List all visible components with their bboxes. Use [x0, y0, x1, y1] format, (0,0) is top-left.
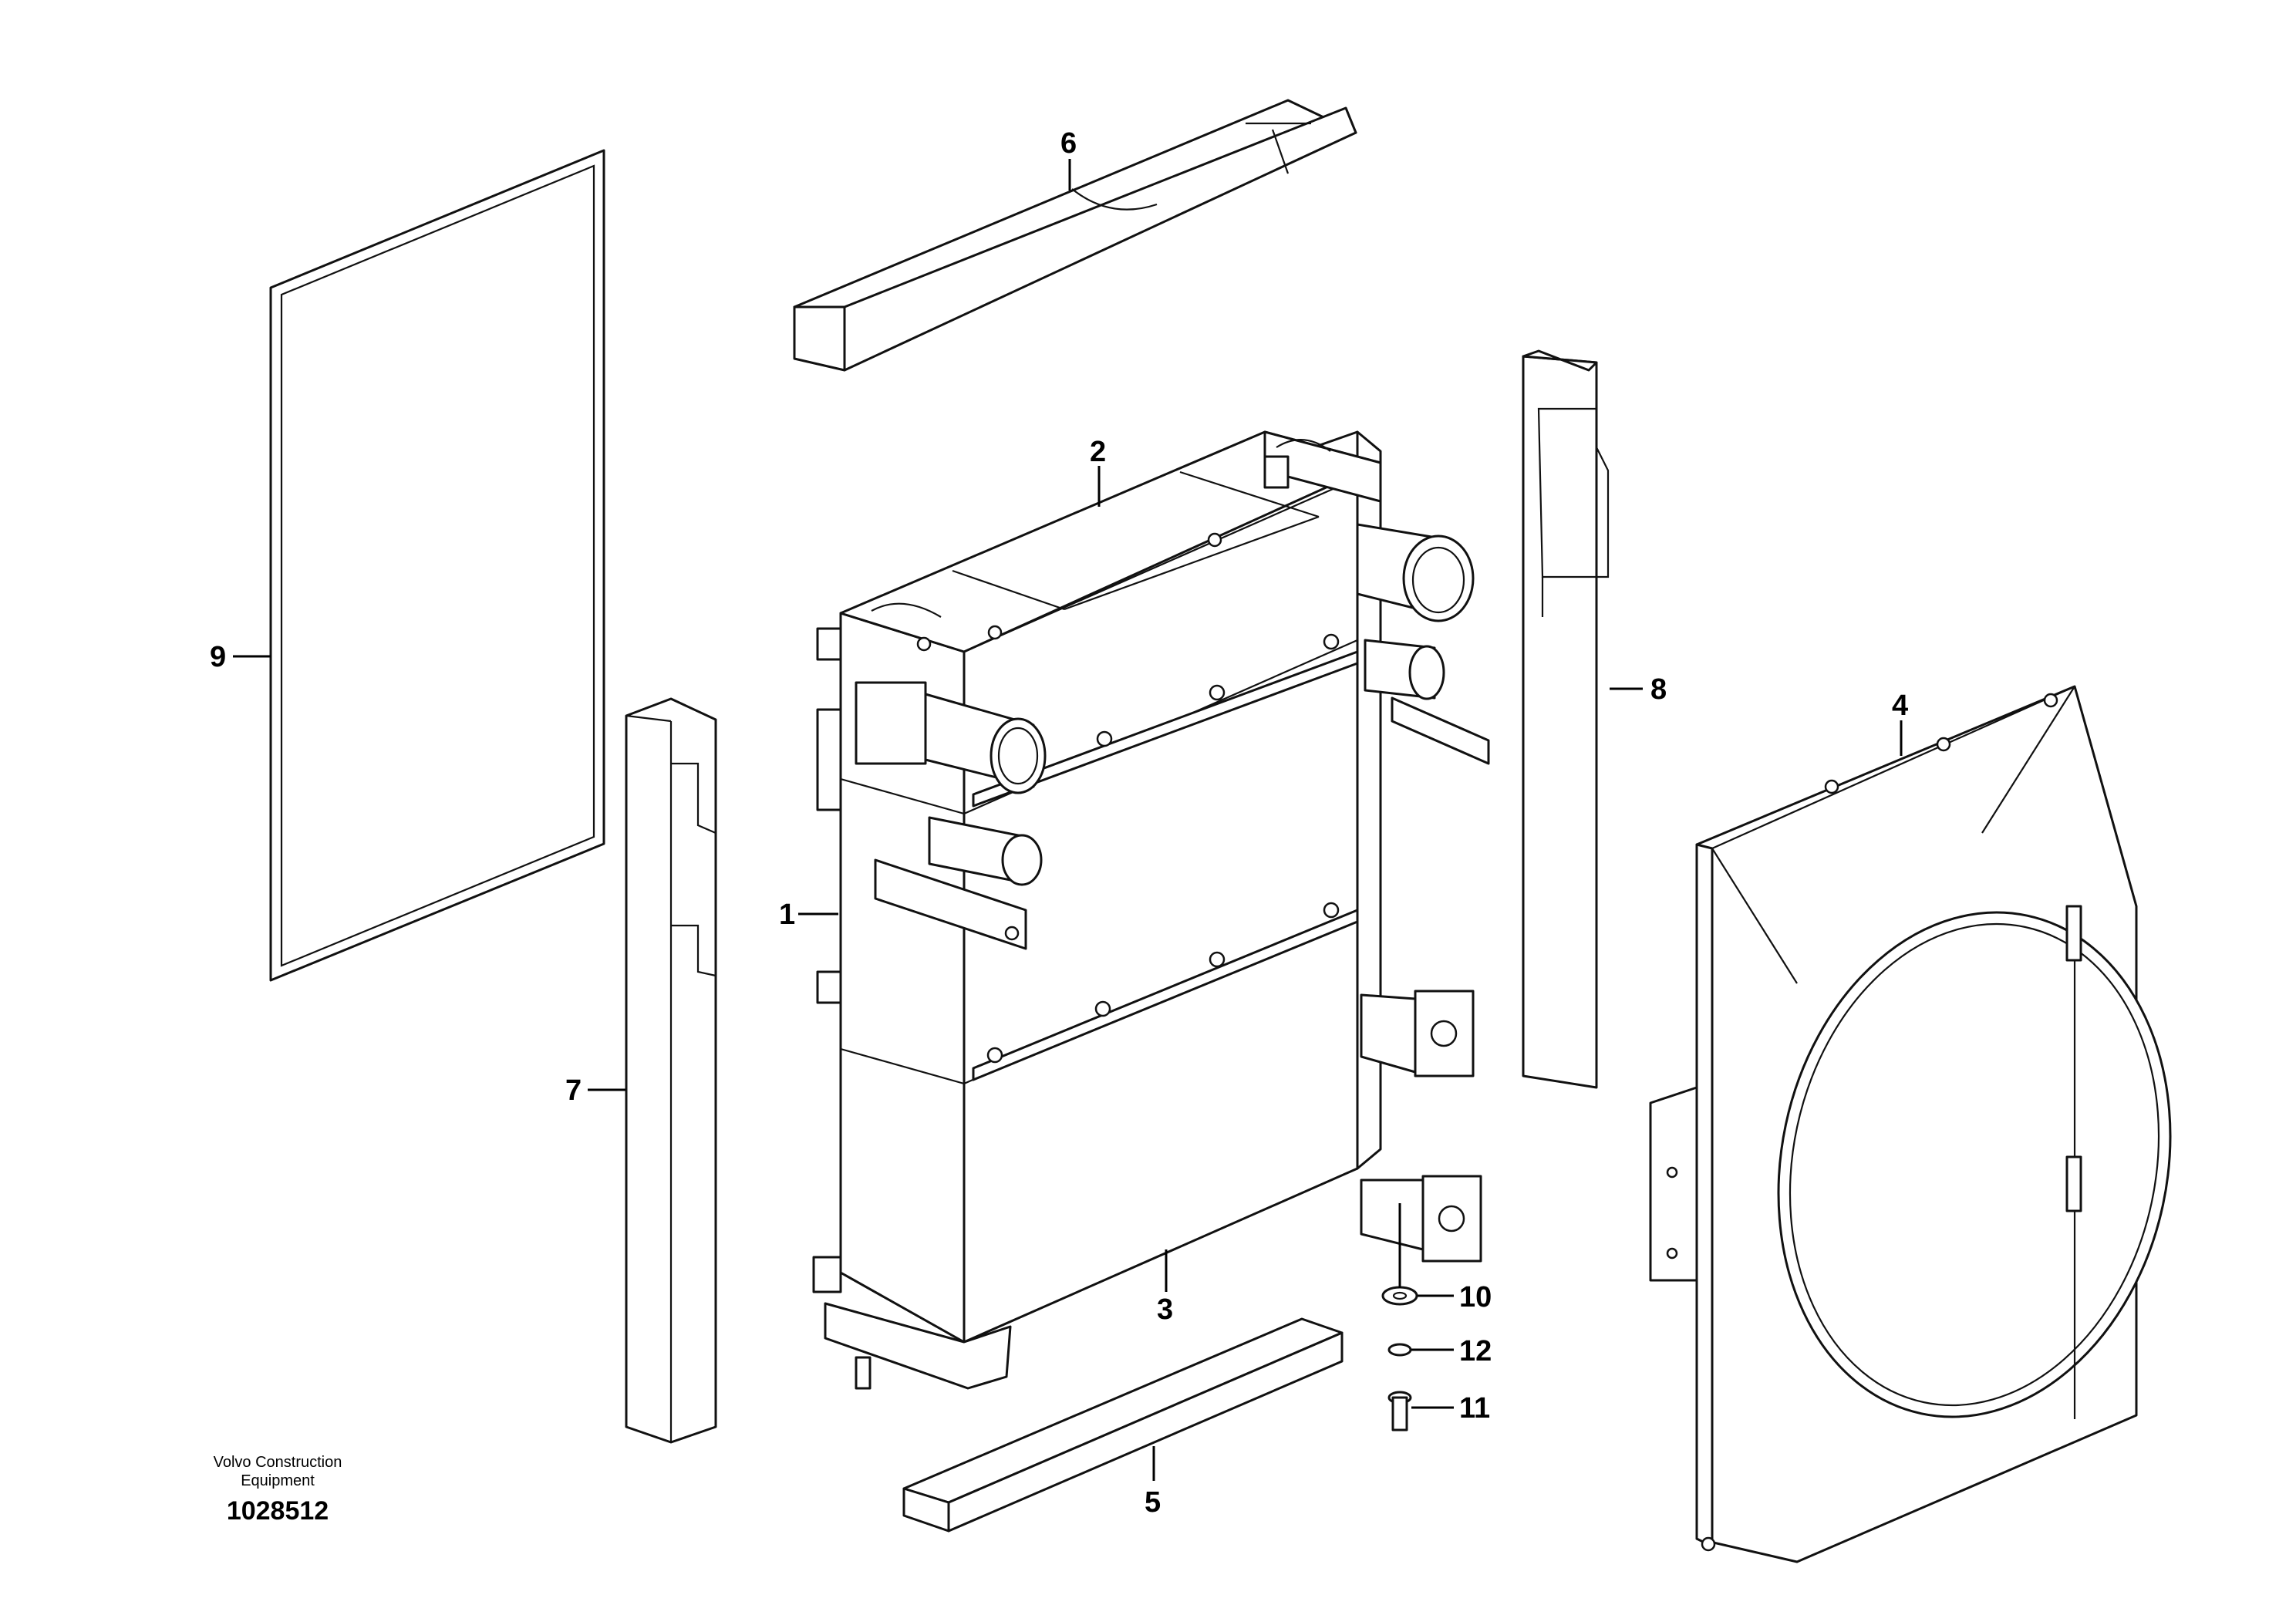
part-8-right-vertical-foam-strip[interactable]	[1522, 349, 1610, 1089]
callout-10: 10	[1459, 1281, 1492, 1313]
leader-lines	[233, 159, 1903, 1481]
callout-4: 4	[1892, 690, 1908, 722]
manufacturer-caption: Volvo Construction Equipment	[213, 1454, 342, 1489]
callout-9: 9	[210, 641, 226, 673]
part-4-fan-shroud[interactable]	[1649, 685, 2216, 1563]
part-10-washer[interactable]	[1381, 1286, 1418, 1306]
callout-3: 3	[1157, 1293, 1173, 1326]
callout-12: 12	[1459, 1335, 1492, 1367]
part-11-bolt[interactable]	[1387, 1391, 1412, 1431]
callout-5: 5	[1145, 1486, 1161, 1519]
callout-2: 2	[1090, 436, 1106, 468]
part-1-radiator-core[interactable]	[812, 430, 1490, 1390]
part-9-seal-frame[interactable]	[269, 149, 605, 982]
part-3-bottom-tank[interactable]	[963, 1167, 1358, 1344]
callout-7: 7	[565, 1074, 582, 1107]
part-5-bottom-foam-strip[interactable]	[902, 1317, 1344, 1533]
part-2-top-tank[interactable]	[839, 430, 1382, 653]
callout-8: 8	[1650, 673, 1667, 706]
drawing-number: 1028512	[226, 1496, 329, 1526]
part-12-spring-washer[interactable]	[1387, 1343, 1412, 1357]
part-6-top-foam-strip[interactable]	[793, 99, 1357, 372]
part-7-left-vertical-foam-strip[interactable]	[625, 697, 717, 1444]
callout-11: 11	[1459, 1392, 1490, 1425]
callout-6: 6	[1060, 127, 1077, 160]
callout-1: 1	[779, 899, 795, 931]
